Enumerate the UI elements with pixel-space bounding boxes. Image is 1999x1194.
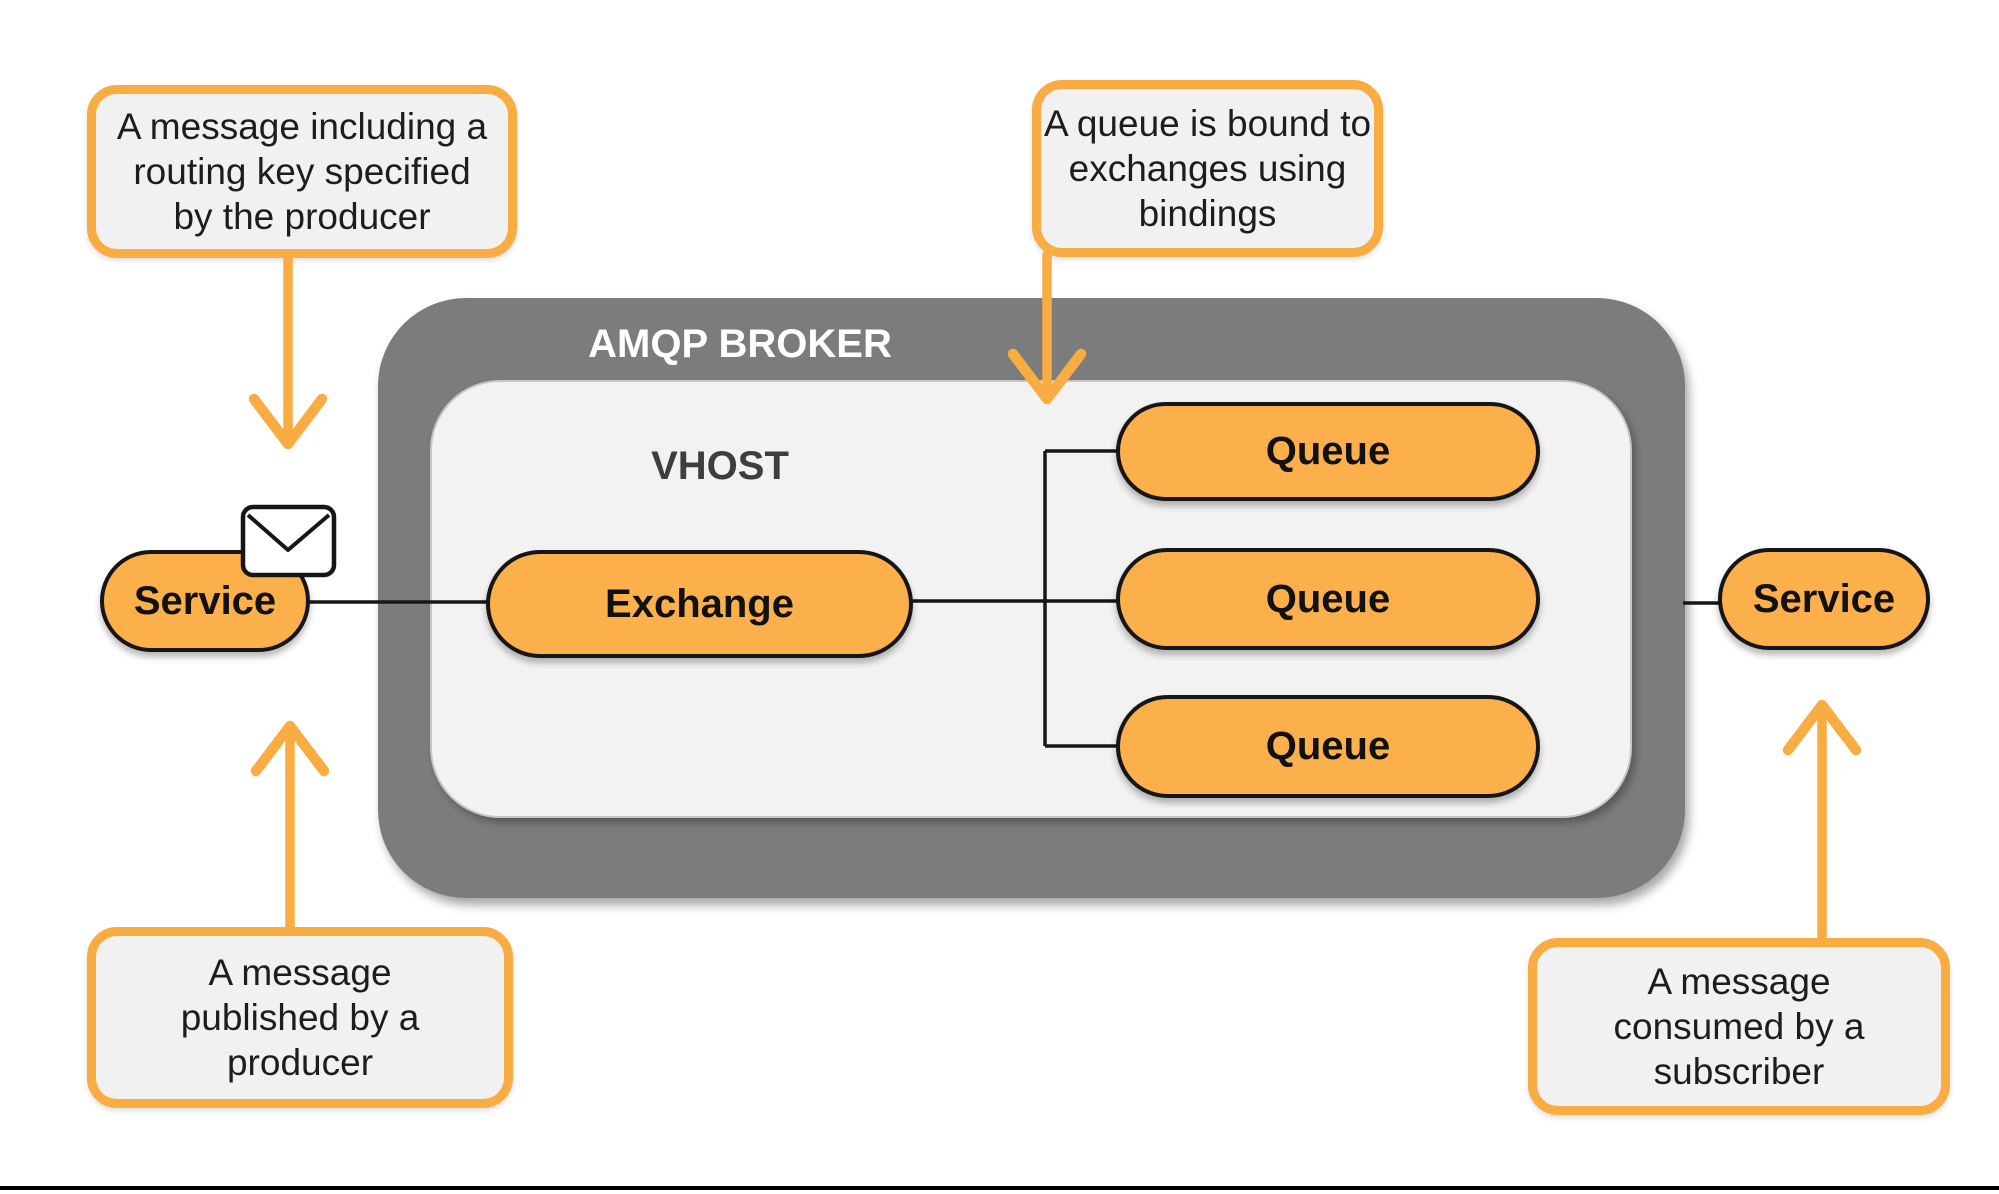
queue-2-label: Queue [1265, 576, 1391, 621]
service-pill-consumer: Service [1718, 548, 1930, 650]
queue-1-label: Queue [1265, 429, 1391, 473]
bottom-border-line [0, 1186, 1999, 1190]
arrow-down-routing-key [248, 252, 328, 450]
arrow-up-consumed [1782, 699, 1862, 945]
amqp-broker-title: AMQP BROKER [588, 322, 892, 366]
callout-bindings: A queue is bound to exchanges using bind… [1032, 80, 1383, 257]
callout-published-message: A message published by a producer [87, 927, 513, 1108]
queue-3-label: Queue [1265, 724, 1391, 768]
callout-routing-key: A message including a routing key specif… [87, 85, 517, 258]
service-producer-label: Service [133, 578, 277, 623]
queue-pill-1: Queue [1116, 402, 1540, 501]
arrow-up-published [250, 720, 330, 934]
service-pill-producer: Service [100, 550, 310, 652]
queue-pill-2: Queue [1116, 548, 1540, 650]
vhost-title: VHOST [651, 444, 789, 488]
exchange-label: Exchange [605, 581, 794, 626]
callout-consumed-message: A message consumed by a subscriber [1528, 938, 1950, 1115]
queue-pill-3: Queue [1116, 695, 1540, 798]
exchange-pill: Exchange [486, 550, 913, 658]
service-consumer-label: Service [1752, 576, 1896, 621]
